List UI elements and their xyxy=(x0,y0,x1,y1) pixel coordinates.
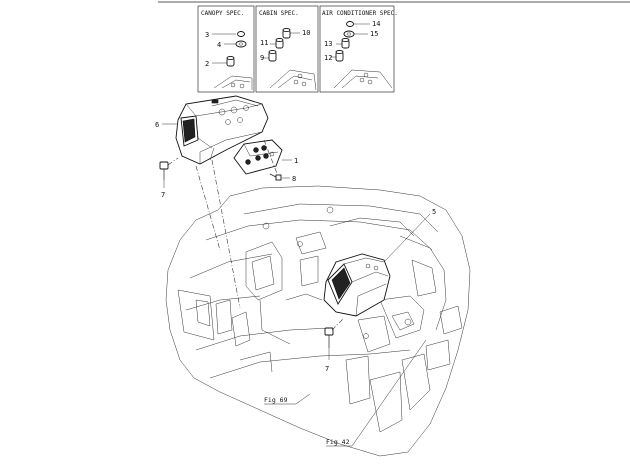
canopy-spec-title: CANOPY SPEC. xyxy=(201,10,244,17)
dash-bolt-lower xyxy=(331,317,345,331)
callout-13: 13 xyxy=(324,40,332,48)
callout-12: 12 xyxy=(324,54,332,62)
callout-2: 2 xyxy=(205,60,209,68)
callout-6: 6 xyxy=(155,121,159,129)
air-conditioner-spec-box: AIR CONDITIONER SPEC. 14 15 13 12 xyxy=(319,5,398,93)
callout-4: 4 xyxy=(217,41,221,49)
callout-3: 3 xyxy=(205,31,209,39)
air-conditioner-spec-title: AIR CONDITIONER SPEC. xyxy=(322,10,398,17)
callout-14: 14 xyxy=(372,20,380,28)
callout-11: 11 xyxy=(260,39,268,47)
callout-1: 1 xyxy=(294,157,298,165)
callout-5: 5 xyxy=(432,208,436,216)
dash-bolt-upper xyxy=(167,157,179,166)
fig-69-ref: Fig 69 xyxy=(264,396,288,404)
callout-10: 10 xyxy=(302,29,310,37)
machine-floor-frame xyxy=(165,185,471,457)
fig69-leader xyxy=(295,393,311,405)
meter-panel-assembly xyxy=(175,95,269,165)
fig-42-ref: Fig 42 xyxy=(326,438,350,446)
switch-panel xyxy=(233,139,283,175)
bolt-7-upper xyxy=(159,161,169,188)
leader-5 xyxy=(383,213,431,263)
bolt-7-lower xyxy=(324,327,334,360)
meter-cover-installed xyxy=(323,253,391,317)
callout-7-lower: 7 xyxy=(325,365,329,373)
callout-7-upper: 7 xyxy=(161,191,165,199)
callout-15: 15 xyxy=(370,30,378,38)
guide-mid xyxy=(211,159,241,309)
guide-switch xyxy=(263,139,279,177)
callout-8: 8 xyxy=(292,175,296,183)
cabin-spec-title: CABIN SPEC. xyxy=(259,10,299,17)
cabin-spec-box: CABIN SPEC. 10 11 9 xyxy=(255,5,319,93)
guide-left xyxy=(195,165,221,251)
canopy-spec-box: CANOPY SPEC. 3 4 2 xyxy=(197,5,255,93)
screw-8 xyxy=(269,173,282,181)
fig42-leader xyxy=(351,339,427,447)
callout-9: 9 xyxy=(260,54,264,62)
